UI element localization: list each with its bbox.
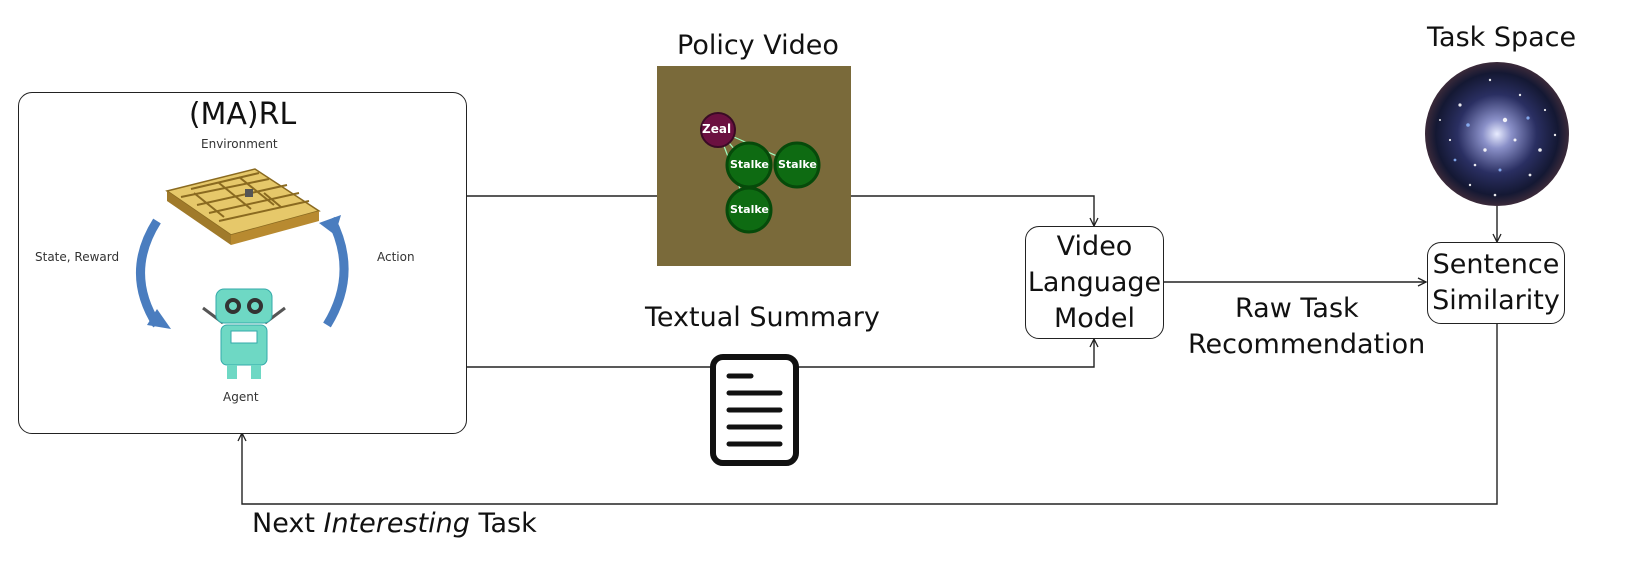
stalker-unit-icon — [773, 141, 821, 189]
next-task-prefix: Next — [252, 508, 324, 539]
textual-summary-title: Textual Summary — [645, 302, 880, 333]
marl-box: (MA)RL Environment State, Reward Action … — [18, 92, 467, 434]
policy-unit-label: Stalke — [778, 158, 817, 171]
vlm-line1: Video — [1056, 231, 1133, 262]
vlm-line2: Language — [1027, 267, 1162, 298]
policy-unit-label: Stalke — [730, 158, 769, 171]
raw-task-line1: Raw Task — [1235, 293, 1359, 324]
next-task-suffix: Task — [469, 508, 537, 539]
next-task-emphasis: Interesting — [323, 508, 470, 539]
zeal-unit-icon — [700, 112, 736, 148]
policy-video-frame — [657, 66, 851, 266]
galaxy-icon — [1425, 62, 1569, 206]
task-space-title: Task Space — [1427, 22, 1577, 53]
vlm-line3: Model — [1053, 303, 1136, 334]
environment-label: Environment — [201, 137, 278, 151]
connector-similarity-to-marl — [242, 324, 1498, 505]
agent-label: Agent — [223, 390, 259, 404]
similarity-line1: Sentence — [1432, 249, 1560, 280]
action-arrow-icon — [319, 215, 349, 328]
marl-illustration — [136, 168, 349, 379]
maze-icon — [165, 168, 321, 245]
policy-unit-label: Zeal — [702, 122, 732, 136]
marl-title: (MA)RL — [188, 97, 297, 132]
document-icon — [710, 354, 799, 466]
similarity-line2: Similarity — [1432, 285, 1560, 316]
robot-agent-icon — [202, 288, 286, 379]
similarity-box: Sentence Similarity — [1427, 242, 1565, 324]
policy-unit-label: Stalke — [730, 203, 769, 216]
stalker-unit-icon — [725, 186, 773, 234]
state-reward-arrow-icon — [136, 218, 171, 329]
connector-marl-to-vlm-bottom — [466, 339, 1094, 368]
action-label: Action — [377, 250, 415, 264]
next-task-label: Next Interesting Task — [252, 508, 537, 539]
vlm-box: Video Language Model — [1025, 226, 1164, 339]
state-reward-label: State, Reward — [35, 250, 120, 264]
raw-task-line2: Recommendation — [1188, 329, 1426, 360]
policy-video-title: Policy Video — [677, 30, 839, 61]
